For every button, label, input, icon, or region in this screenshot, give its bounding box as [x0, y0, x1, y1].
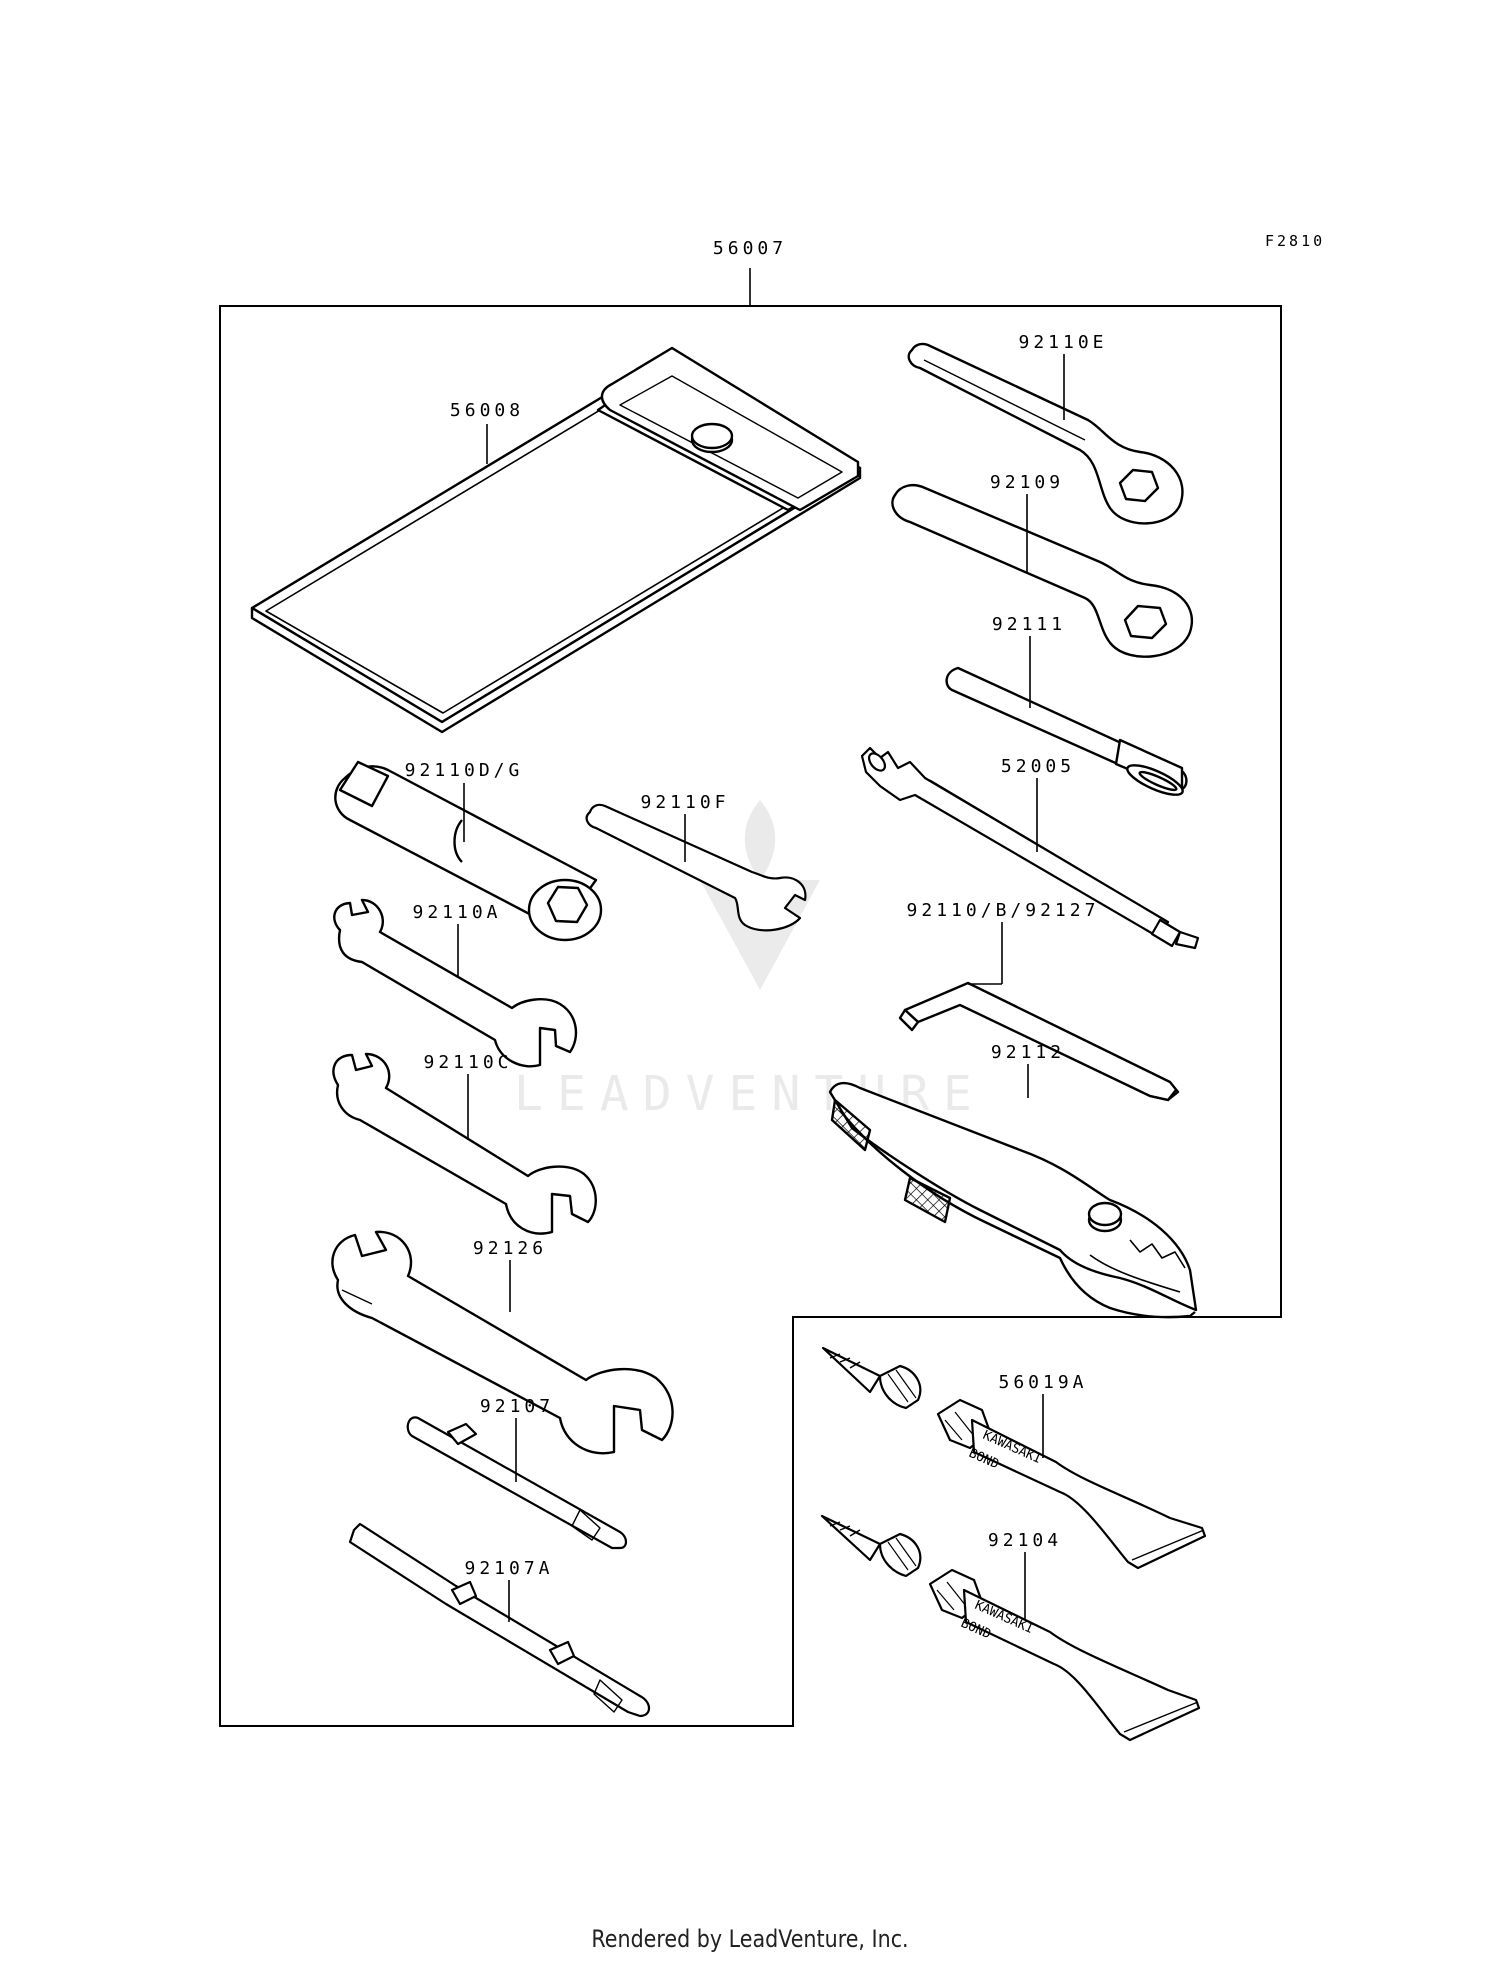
callout-wrench-a: 92110A: [412, 902, 501, 923]
hex-key: [898, 981, 1180, 1102]
ring-wrench-e: [907, 342, 1184, 525]
callout-screwdriver-a: 92107A: [464, 1558, 553, 1579]
tool-pouch: [250, 346, 862, 734]
callout-pliers: 92112: [991, 1042, 1065, 1063]
wrench-large: [331, 1230, 674, 1455]
wrench-a: [333, 898, 578, 1068]
callout-pouch: 56008: [450, 400, 524, 421]
figure-code: F2810: [1265, 232, 1325, 250]
small-wrench-f: [585, 803, 807, 932]
callout-wrench-c: 92110C: [423, 1052, 512, 1073]
callout-spoke-wrench: 52005: [1001, 756, 1075, 777]
pliers: [828, 1081, 1198, 1319]
wrench-c: [332, 1052, 597, 1235]
spoke-wrench: [860, 746, 1200, 950]
callout-hex-key: 92110/B/92127: [907, 900, 1100, 921]
callout-ring-wrench: 92109: [990, 472, 1064, 493]
callout-bond: 92104: [988, 1530, 1062, 1551]
bond-tube-a: [821, 1346, 1207, 1570]
handle-bar: [945, 666, 1188, 796]
callout-ring-wrench-e: 92110E: [1018, 332, 1107, 353]
callout-small-wrench-f: 92110F: [640, 792, 729, 813]
screwdriver-a: [348, 1522, 651, 1718]
spark-plug-socket: [334, 760, 603, 942]
callout-handle-bar: 92111: [992, 614, 1066, 635]
callout-bond-a: 56019A: [998, 1372, 1087, 1393]
callout-screwdriver: 92107: [480, 1396, 554, 1417]
callout-tool-kit: 56007: [713, 238, 787, 259]
callout-wrench-large: 92126: [473, 1238, 547, 1259]
footer-credit: Rendered by LeadVenture, Inc.: [591, 1925, 909, 1953]
screwdriver: [406, 1416, 628, 1550]
callout-spark-plug-socket: 92110D/G: [405, 760, 524, 781]
tool-kit-frame: [219, 305, 1282, 1727]
ring-wrench: [891, 484, 1193, 658]
watermark-logo: [700, 800, 820, 990]
bond-tube: [820, 1514, 1201, 1742]
